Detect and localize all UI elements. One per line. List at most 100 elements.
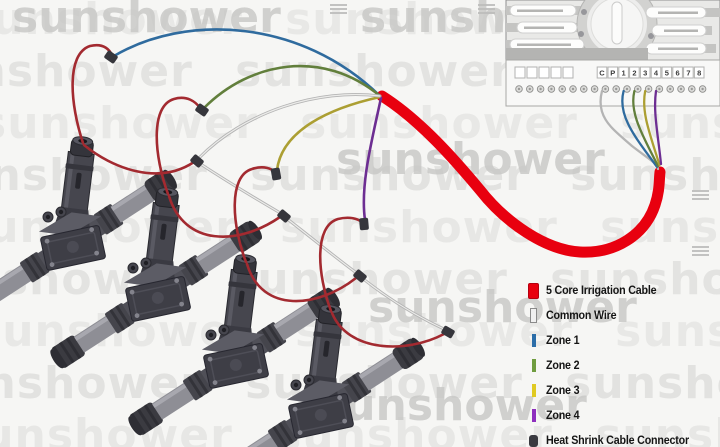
- terminal-label: 1: [622, 69, 626, 78]
- terminal-screw-center: [517, 87, 521, 91]
- solenoid-wire: [318, 216, 364, 313]
- solenoid-wire: [82, 143, 196, 175]
- zone4-swatch: [531, 409, 536, 422]
- heat-shrink-connector: [104, 50, 118, 64]
- terminal-screw-center: [636, 87, 639, 91]
- zone2-wire: [202, 64, 382, 110]
- dial-label-pill: [645, 6, 707, 19]
- watermark-smallprint: [692, 190, 709, 200]
- solenoid-wire: [233, 166, 277, 264]
- terminal-screw-center: [701, 87, 704, 91]
- terminal-label: P: [610, 69, 615, 78]
- heat-shrink-connector: [441, 325, 455, 339]
- common-wire: [360, 276, 448, 332]
- heat-shrink-connector: [195, 103, 209, 117]
- heat-shrink-connector: [359, 217, 369, 231]
- legend-label: Zone 4: [546, 409, 580, 422]
- terminal-screw-center: [539, 87, 542, 91]
- zone4-tail: [653, 89, 663, 166]
- terminal-screw-center: [690, 87, 693, 91]
- zone3-swatch: [531, 384, 536, 397]
- common-wire-swatch: [530, 308, 537, 323]
- terminal-strip: C P 1 2 3 4 5 6 7 8: [505, 59, 720, 107]
- zone4-wire: [362, 96, 383, 222]
- terminal-label: 3: [643, 69, 647, 78]
- terminal-screw-center: [679, 87, 683, 91]
- terminal-screw-center: [582, 87, 585, 91]
- legend-label: Zone 2: [546, 359, 580, 372]
- cable-tails: [599, 89, 663, 171]
- dial-label-pill: [645, 42, 707, 55]
- terminal-screw-center: [615, 87, 618, 91]
- legend-item-zone2: Zone 2: [527, 353, 700, 378]
- terminal-label: 4: [654, 69, 659, 78]
- zone1-wire: [112, 28, 382, 98]
- terminal-screw-center: [625, 87, 629, 91]
- zone1-swatch: [531, 334, 536, 347]
- legend-label: 5 Core Irrigation Cable: [546, 284, 657, 297]
- zone3-wire: [275, 95, 382, 172]
- heat-shrink-connector: [270, 167, 282, 181]
- dial-label-pill: [516, 21, 578, 34]
- terminal-label: 2: [632, 69, 636, 78]
- legend-item-zone3: Zone 3: [527, 378, 700, 403]
- controller-dial: [576, 0, 658, 65]
- terminal-screw-center: [593, 87, 596, 91]
- terminal-screw-center: [571, 87, 575, 91]
- terminal-screws: [515, 85, 707, 93]
- legend-item-common: Common Wire: [527, 303, 700, 328]
- five-core-cable: [376, 90, 666, 258]
- solenoid-wire: [167, 194, 282, 238]
- solenoid-wire: [71, 43, 114, 145]
- dial-label-pill: [509, 4, 577, 17]
- cable-swatch: [528, 282, 539, 299]
- terminal-screw-center: [658, 87, 661, 91]
- terminal-screw-center: [561, 87, 564, 91]
- legend-item-cable: 5 Core Irrigation Cable: [527, 278, 700, 303]
- heat-shrink-connector: [277, 209, 291, 223]
- zone3-tail: [643, 89, 661, 167]
- terminal-label: 6: [676, 69, 680, 78]
- zone1-tail: [621, 89, 659, 169]
- watermark-word: sunshower: [368, 282, 637, 333]
- controller-door-edge: [506, 48, 648, 60]
- legend-label: Zone 1: [546, 334, 580, 347]
- terminal-label: 5: [665, 69, 669, 78]
- legend: 5 Core Irrigation Cable Common Wire Zone…: [527, 278, 700, 447]
- terminal-boxes-unlabeled: [514, 66, 574, 79]
- watermark-row: sunshower sunshower sunshower sunshower: [0, 410, 720, 447]
- heat-shrink-connectors: [104, 50, 455, 339]
- legend-item-heat-shrink: Heat Shrink Cable Connector: [527, 428, 700, 447]
- zone2-tail: [632, 89, 660, 168]
- terminal-boxes: C P 1 2 3 4 5 6 7 8: [596, 66, 705, 79]
- heat-shrink-connector: [190, 154, 204, 168]
- terminal-screw-center: [669, 87, 672, 91]
- heat-shrink-connector: [353, 269, 367, 283]
- terminal-label: 8: [697, 69, 701, 78]
- terminal-screw-center: [604, 87, 607, 91]
- common-wire-chain: [197, 92, 448, 332]
- terminal-screw-center: [550, 87, 553, 91]
- legend-item-zone4: Zone 4: [527, 403, 700, 428]
- watermark-smallprint: [478, 4, 495, 14]
- terminal-label: C: [599, 69, 605, 78]
- terminal-screw-center: [528, 87, 531, 91]
- terminal-label: 7: [686, 69, 690, 78]
- watermark-smallprint: [692, 246, 709, 256]
- dial-label-pills: [509, 4, 707, 55]
- watermark-smallprint: [330, 4, 347, 14]
- solenoid-wire: [245, 262, 358, 303]
- legend-label: Common Wire: [546, 309, 617, 322]
- watermark-word: sunshower: [12, 0, 281, 43]
- dial-label-pill: [651, 24, 707, 37]
- solenoid-wire: [155, 96, 202, 196]
- watermark-row: sunshower sunshower sunshower sunshower: [0, 150, 720, 201]
- zone2-swatch: [531, 359, 536, 372]
- legend-label: Zone 3: [546, 384, 580, 397]
- legend-item-zone1: Zone 1: [527, 328, 700, 353]
- terminal-screw-center: [647, 87, 650, 91]
- legend-label: Heat Shrink Cable Connector: [546, 434, 689, 447]
- irrigation-controller: C P 1 2 3 4 5 6 7 8: [505, 0, 720, 107]
